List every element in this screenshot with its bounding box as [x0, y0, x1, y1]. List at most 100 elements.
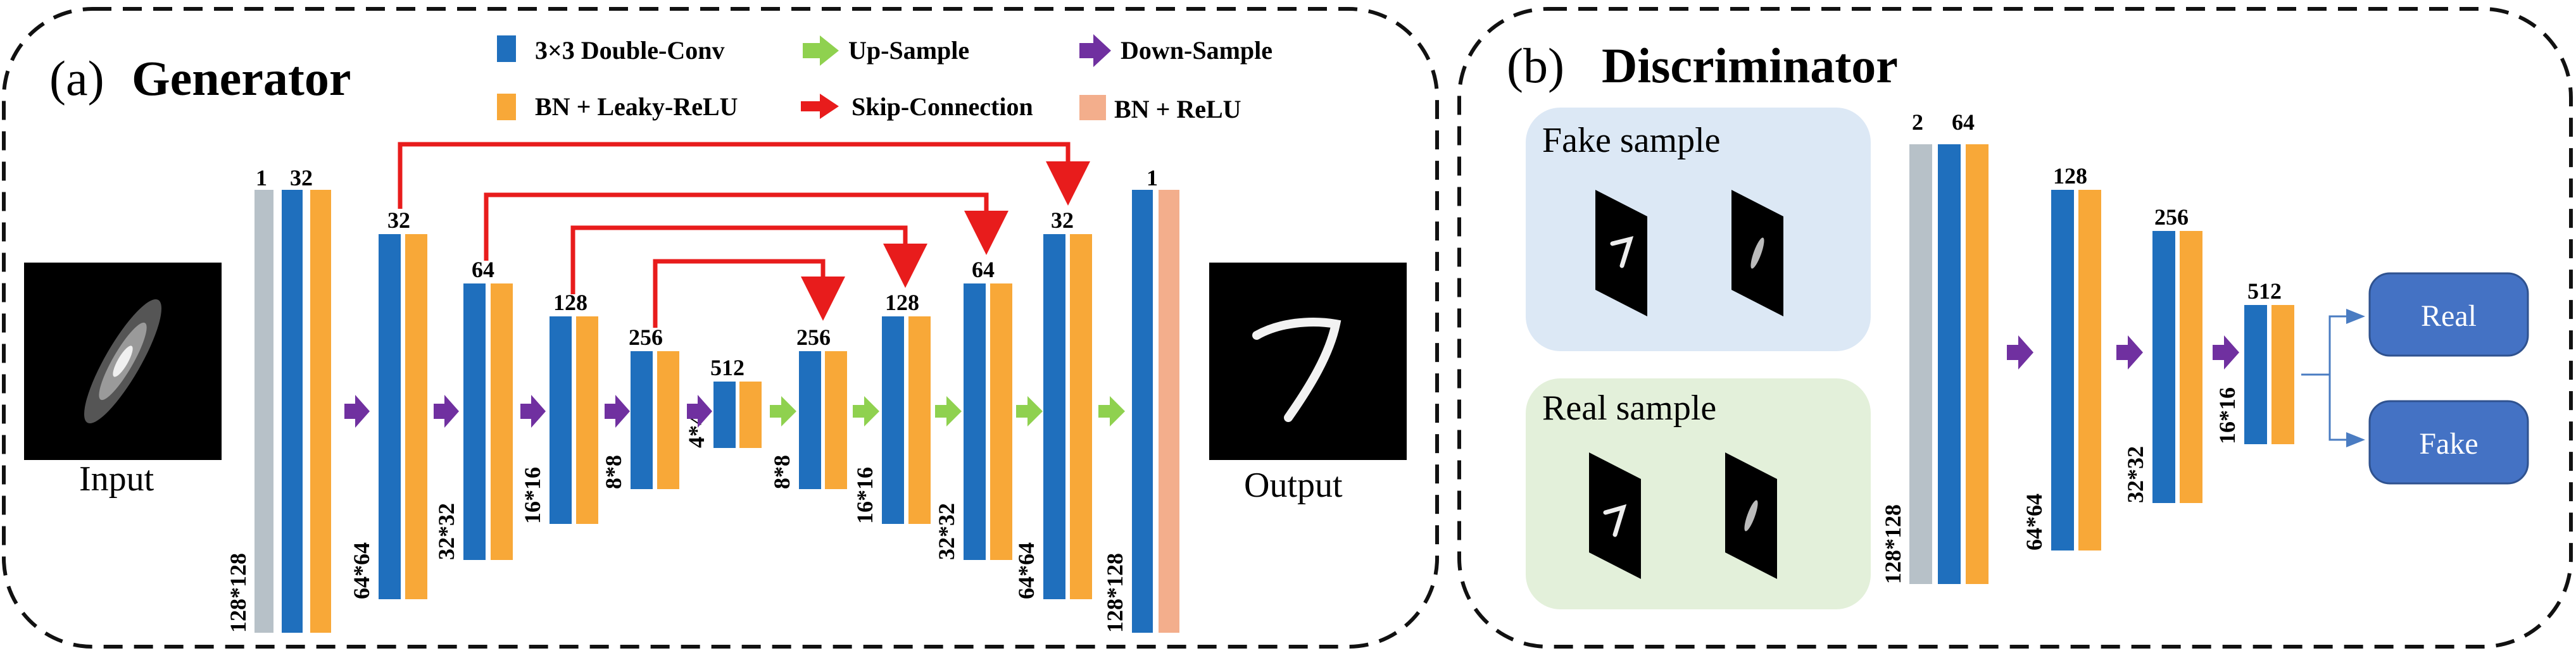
double-conv-bar [1938, 144, 1961, 584]
legend-swatch-bn-relu [1079, 95, 1106, 120]
double-conv-bar [550, 316, 572, 524]
output-label: Output [1244, 466, 1343, 505]
channel-label: 256 [796, 325, 831, 350]
double-conv-bar [379, 234, 401, 599]
size-label: 64*64 [349, 542, 374, 599]
down-sample-icon [434, 395, 459, 428]
discriminator-tag: (b) [1507, 38, 1564, 93]
discriminator-panel-border [1457, 7, 2573, 649]
up-sample-arrows [770, 396, 1125, 426]
double-conv-bar [2244, 305, 2267, 444]
skip-connection-icon [801, 94, 839, 119]
real-sample-panel: Real sample [1526, 378, 1871, 609]
channel-label: 32 [387, 208, 410, 233]
channel-label: 1 [256, 165, 267, 190]
skip-connection-16 [570, 225, 927, 294]
size-label: 8*8 [601, 455, 626, 489]
double-conv-bar [713, 382, 736, 448]
down-sample-icon [2116, 335, 2143, 370]
bn-leaky-relu-bar [405, 234, 427, 599]
output-image [1209, 263, 1407, 460]
double-conv-bar [631, 351, 653, 489]
input-channel-bar [1909, 144, 1932, 584]
channel-label: 128 [885, 290, 919, 315]
double-conv-bar [964, 283, 986, 560]
up-sample-icon [1016, 396, 1043, 426]
double-conv-bar [2152, 231, 2175, 503]
legend-label-bn-relu: BN + ReLU [1114, 95, 1241, 123]
down-sample-icon [687, 395, 712, 428]
generator-layer-8-down [631, 351, 679, 489]
generator-layer-8-up [799, 351, 847, 489]
bn-leaky-relu-bar [576, 316, 598, 524]
generator-layer-4-bottleneck [713, 382, 762, 448]
legend-swatch-bn-leaky-relu [497, 94, 516, 120]
fake-output-box: Fake [2368, 400, 2529, 485]
legend: 3×3 Double-Conv Up-Sample Down-Sample BN… [497, 34, 1272, 123]
down-sample-arrows [344, 395, 712, 428]
generator-layer-64-down [379, 234, 427, 599]
size-label: 64*64 [1014, 542, 1039, 599]
generator-layer-16-up [882, 316, 931, 524]
legend-label-double-conv: 3×3 Double-Conv [535, 36, 725, 65]
channel-label: 2 [1912, 109, 1923, 135]
legend-label-up-sample: Up-Sample [848, 36, 969, 65]
bn-leaky-relu-bar [990, 283, 1012, 560]
channel-label: 64 [1952, 109, 1975, 135]
discriminator-layer-64 [2051, 190, 2101, 550]
down-sample-icon [344, 395, 370, 428]
fake-output-label: Fake [2419, 427, 2478, 461]
input-channel-bar [254, 190, 273, 633]
bn-leaky-relu-bar [739, 382, 762, 448]
generator-layer-128-in [254, 190, 331, 633]
input-label: Input [79, 459, 154, 499]
bn-leaky-relu-bar [657, 351, 679, 489]
size-label: 16*16 [2215, 387, 2240, 444]
size-label: 128*128 [1102, 553, 1128, 633]
bn-leaky-relu-bar [1070, 234, 1092, 599]
real-digit-image [1589, 452, 1641, 579]
channel-label: 64 [472, 257, 494, 282]
legend-swatch-double-conv [497, 35, 516, 62]
skip-connection-32 [484, 192, 1008, 261]
legend-label-bn-leaky-relu: BN + Leaky-ReLU [535, 92, 738, 121]
double-conv-bar [799, 351, 821, 489]
skip-connection-8 [653, 259, 845, 328]
bn-leaky-relu-bar [2271, 305, 2294, 444]
generator-layer-16-down [550, 316, 598, 524]
double-conv-bar [882, 316, 904, 524]
channel-label: 128 [2053, 163, 2087, 189]
size-label: 32*32 [434, 503, 459, 560]
size-label: 128*128 [225, 553, 251, 633]
legend-label-down-sample: Down-Sample [1121, 36, 1272, 65]
discriminator-channel-labels: 2 64 128 256 512 [1912, 109, 2282, 304]
channel-label: 256 [629, 325, 663, 350]
channel-label: 256 [2154, 204, 2189, 230]
real-output-box: Real [2368, 272, 2529, 357]
bn-leaky-relu-bar [2180, 231, 2202, 503]
bn-leaky-relu-bar [1966, 144, 1989, 584]
size-label: 16*16 [520, 467, 545, 524]
fake-digit-image [1595, 190, 1647, 316]
legend-label-skip-connection: Skip-Connection [851, 92, 1033, 121]
up-sample-icon [803, 35, 839, 66]
down-sample-icon [2213, 335, 2239, 370]
discriminator-layer-128 [1909, 144, 1989, 584]
channel-label: 64 [972, 257, 995, 282]
double-conv-bar [1043, 234, 1065, 599]
discriminator-size-labels: 128*128 64*64 32*32 16*16 [1880, 387, 2240, 584]
size-label: 8*8 [769, 455, 795, 489]
discriminator-layer-32 [2152, 231, 2202, 503]
generator-layer-64-up [1043, 234, 1092, 599]
generator-panel-border [2, 7, 1439, 649]
discriminator-title: Discriminator [1602, 38, 1898, 93]
discriminator-layer-16 [2244, 305, 2294, 444]
down-sample-icon [520, 395, 546, 428]
double-conv-bar [2051, 190, 2074, 550]
size-label: 128*128 [1880, 504, 1906, 584]
up-sample-icon [770, 396, 796, 426]
channel-label: 512 [2247, 278, 2282, 304]
fake-sample-panel: Fake sample [1526, 108, 1871, 351]
down-sample-icon [605, 395, 630, 428]
